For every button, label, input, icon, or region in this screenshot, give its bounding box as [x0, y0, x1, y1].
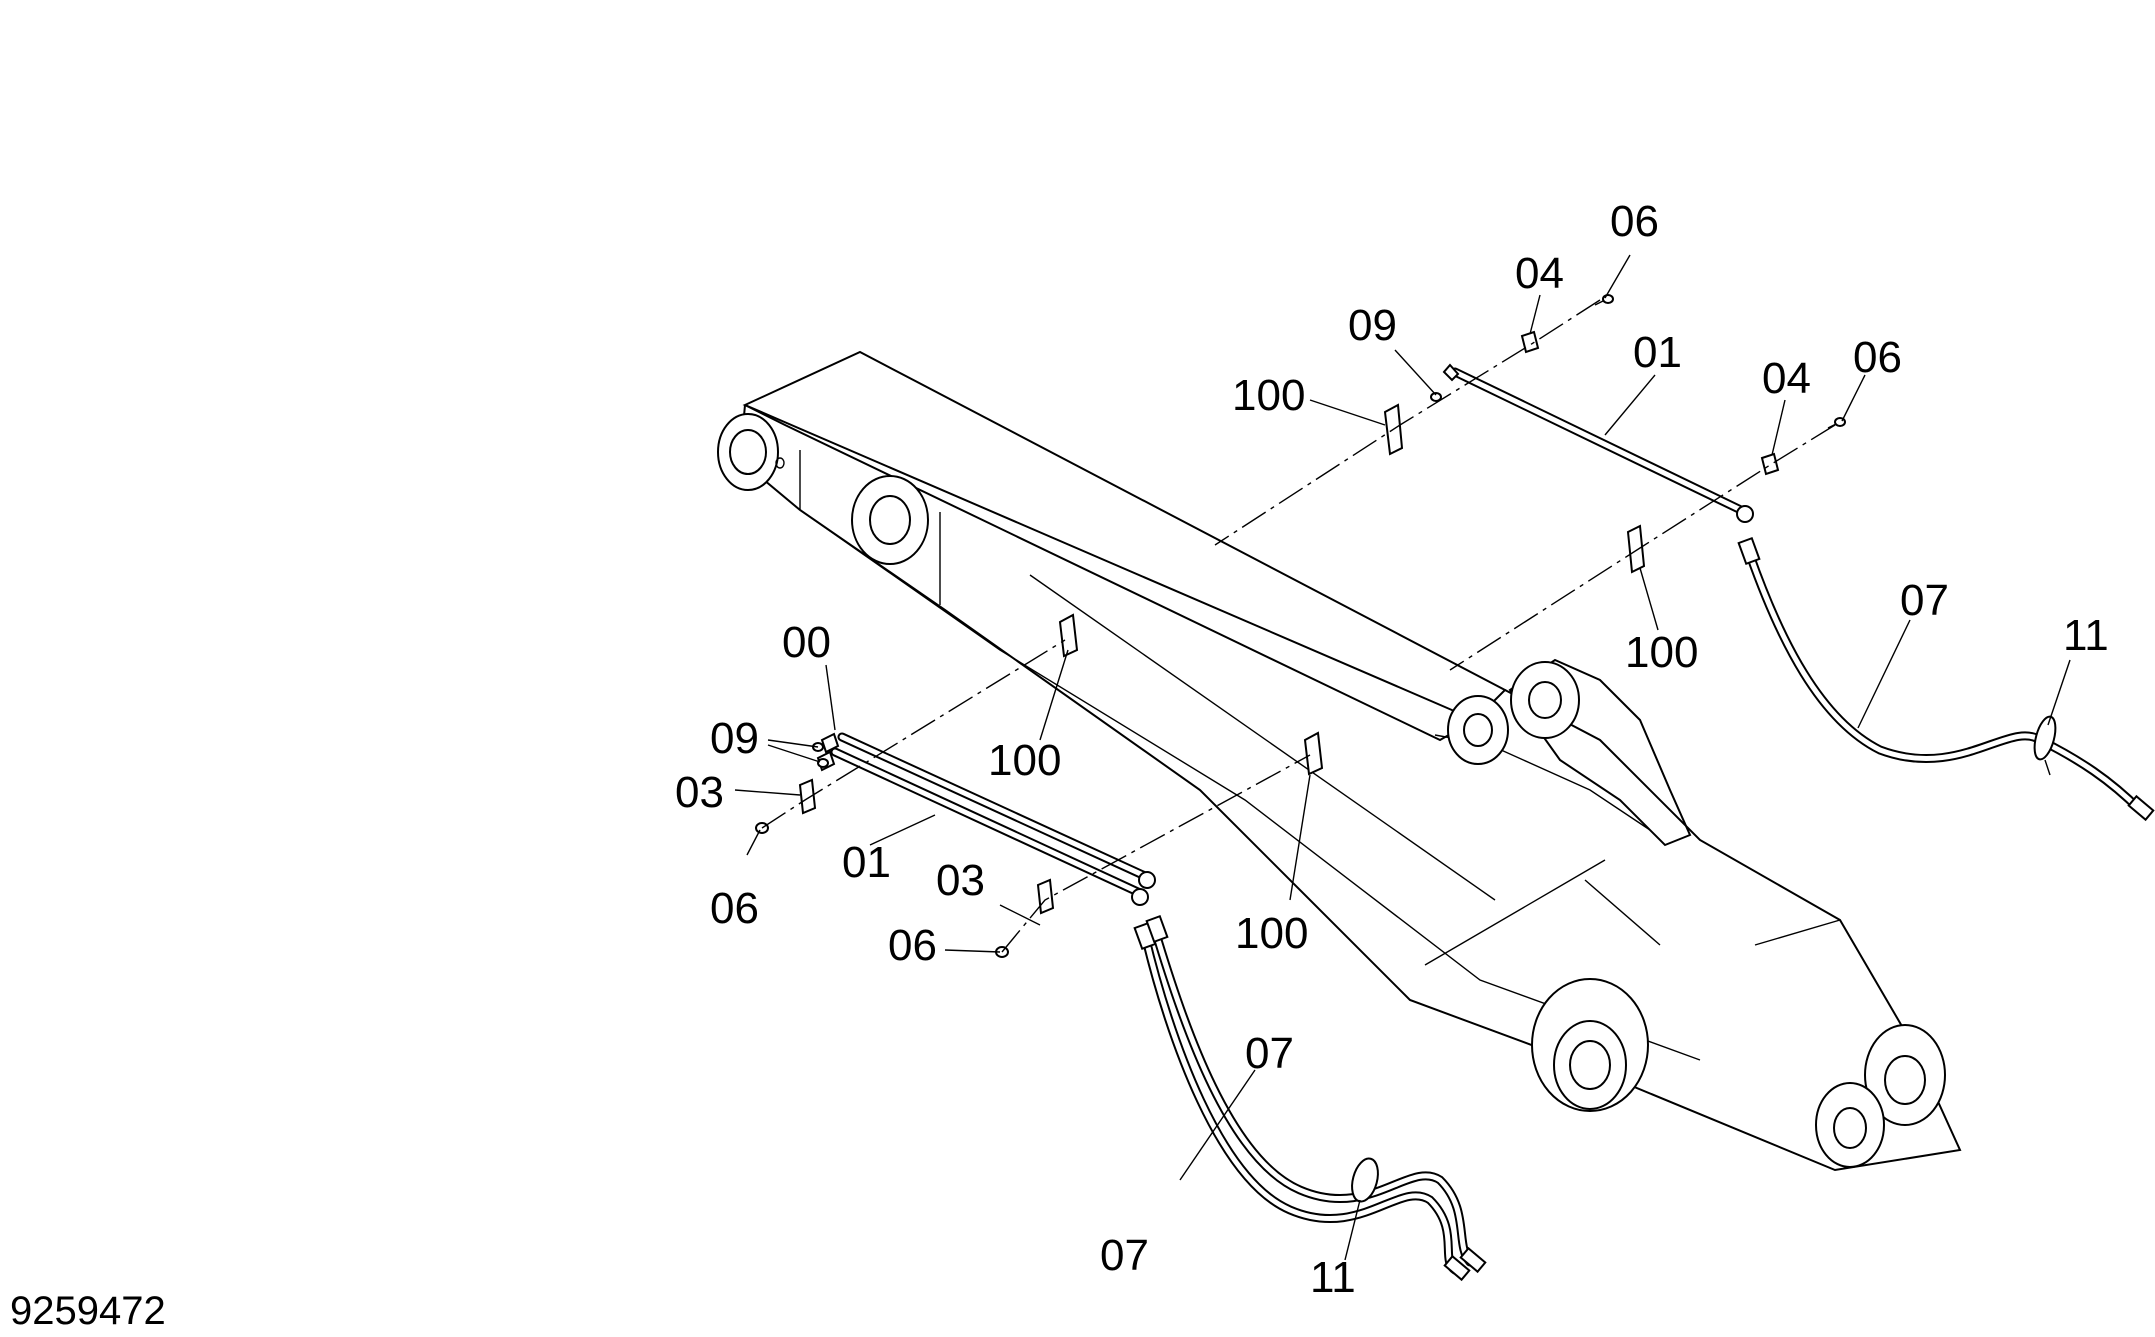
lower-pipe-assembly — [755, 613, 1487, 1282]
leader-lines — [734, 254, 2071, 1261]
callout-label: 06 — [710, 884, 759, 933]
callout-label: 06 — [888, 921, 937, 970]
callout-label: 100 — [988, 736, 1061, 785]
callout-label: 01 — [842, 838, 891, 887]
boom-arm — [717, 350, 1962, 1172]
callout-label: 07 — [1245, 1029, 1294, 1078]
callout-label: 03 — [936, 856, 985, 905]
document-number: 9259472 — [10, 1289, 166, 1333]
callout-label: 100 — [1625, 628, 1698, 677]
callout-labels: 06 04 09 01 100 04 06 100 07 11 00 09 10… — [675, 197, 2109, 1302]
callout-label: 07 — [1900, 576, 1949, 625]
callout-label: 09 — [710, 714, 759, 763]
callout-label: 07 — [1100, 1231, 1149, 1280]
callout-label: 100 — [1235, 909, 1308, 958]
callout-label: 11 — [2063, 611, 2109, 660]
callout-label: 09 — [1348, 301, 1397, 350]
upper-pipe-assembly — [1214, 294, 2155, 822]
callout-label: 06 — [1610, 197, 1659, 246]
callout-label: 04 — [1762, 354, 1811, 403]
callout-label: 04 — [1515, 249, 1564, 298]
callout-label: 01 — [1633, 328, 1682, 377]
callout-label: 06 — [1853, 333, 1902, 382]
callout-label: 03 — [675, 768, 724, 817]
callout-label: 100 — [1232, 371, 1305, 420]
callout-label: 11 — [1310, 1253, 1356, 1302]
callout-label: 00 — [782, 618, 831, 667]
